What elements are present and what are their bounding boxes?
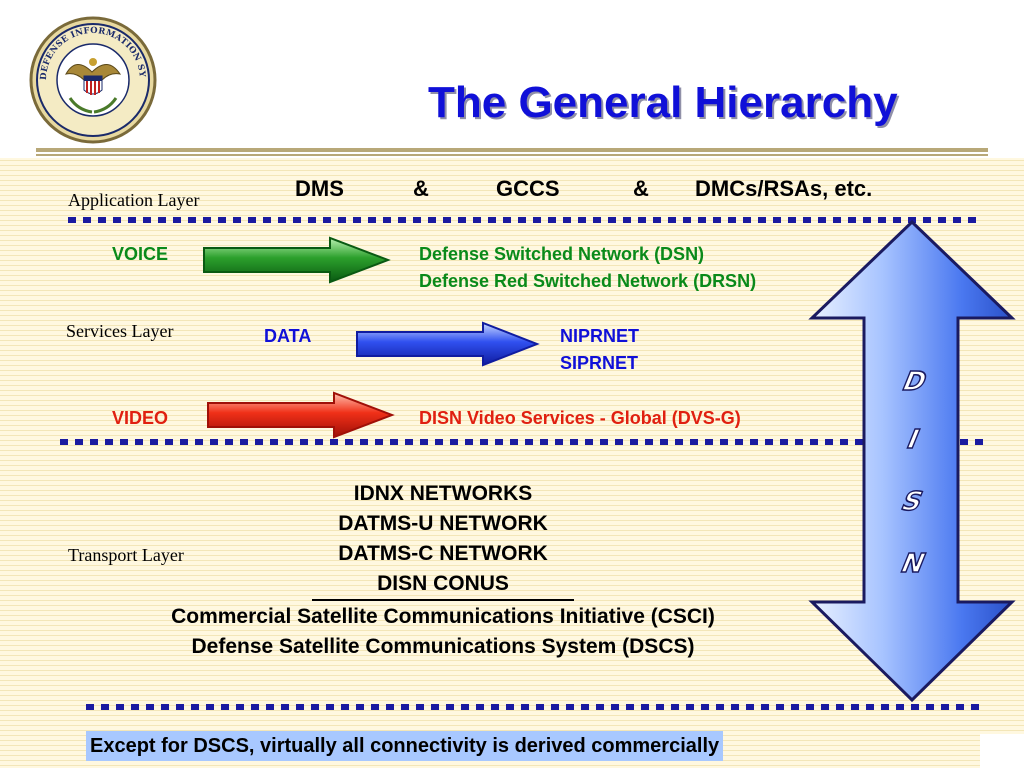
title-divider [36,148,988,152]
transport-network-datms-u: DATMS-U NETWORK [338,512,548,535]
disn-double-arrow-icon: D I S N [808,220,1016,703]
satellite-csci: Commercial Satellite Communications Init… [171,605,715,628]
striped-background [0,158,1024,768]
application-item-amp1: & [413,176,429,201]
application-item-gccs: GCCS [496,176,560,201]
disa-seal-logo: DEFENSE INFORMATION SYSTEMS AGENCY [26,14,157,144]
transport-network-datms-c: DATMS-C NETWORK [338,542,548,565]
satellite-dscs: Defense Satellite Communications System … [191,635,695,658]
voice-arrow-icon [203,236,391,284]
data-arrow-icon [356,321,540,367]
transport-network-disn-conus: DISN CONUS [312,569,574,601]
layer-divider-middle [60,439,990,445]
voice-label: VOICE [112,244,169,264]
layer-divider-top [68,217,976,223]
video-arrow-icon [207,391,395,439]
services-layer-label: Services Layer [66,321,174,341]
footer-note: Except for DSCS, virtually all connectiv… [86,731,724,761]
application-item-dmcs: DMCs/RSAs, etc. [695,176,873,201]
video-label: VIDEO [112,408,169,428]
layer-divider-bottom [86,704,986,710]
page-title: The General Hierarchy [428,78,898,127]
title-divider-thin [36,154,988,156]
application-layer-label: Application Layer [68,190,200,210]
data-label: DATA [264,326,312,346]
data-target-siprnet: SIPRNET [560,353,639,373]
data-target-niprnet: NIPRNET [560,326,640,346]
voice-target-drsn: Defense Red Switched Network (DRSN) [419,271,757,291]
application-item-amp2: & [633,176,649,201]
voice-target-dsn: Defense Switched Network (DSN) [419,244,705,264]
transport-network-idnx: IDNX NETWORKS [353,482,533,505]
corner-block [980,734,1024,768]
transport-network-list: IDNX NETWORKS DATMS-U NETWORK DATMS-C NE… [312,479,574,601]
application-item-dms: DMS [295,176,344,201]
video-target-dvsg: DISN Video Services - Global (DVS-G) [419,408,741,428]
transport-layer-label: Transport Layer [68,545,184,565]
